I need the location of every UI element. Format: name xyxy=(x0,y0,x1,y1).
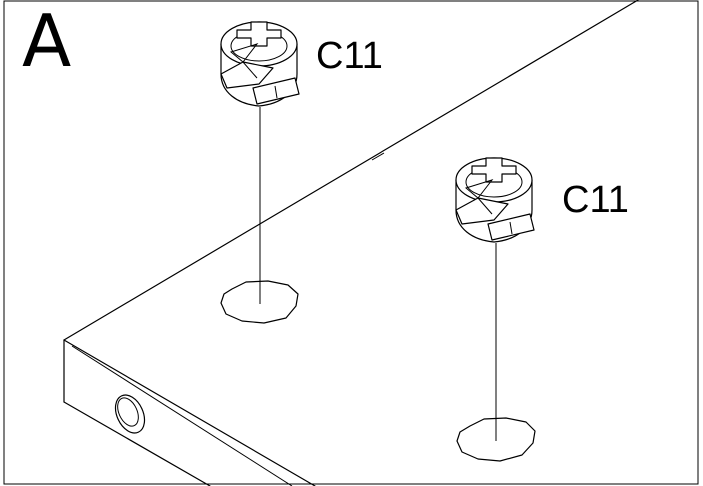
panel-chamfer-line xyxy=(71,345,293,486)
diagram-frame xyxy=(3,0,699,485)
part-label-left: C11 xyxy=(316,35,383,77)
panel-edge-hole-inner xyxy=(117,397,139,427)
cam-hole-right xyxy=(456,417,536,462)
panel-front-bottom-edge xyxy=(63,401,211,486)
panel-edge-mark xyxy=(371,152,385,161)
panel-top-front-edge xyxy=(63,339,316,486)
step-label: A xyxy=(22,0,71,83)
cam-lock-fitting-right xyxy=(455,157,535,243)
panel-top-back-edge xyxy=(63,0,639,341)
cam-hole-left xyxy=(220,280,299,324)
cam-lock-fitting-left xyxy=(220,21,300,107)
part-label-right: C11 xyxy=(562,179,629,221)
panel-edge-hole xyxy=(114,394,146,434)
panel-board xyxy=(63,0,639,486)
